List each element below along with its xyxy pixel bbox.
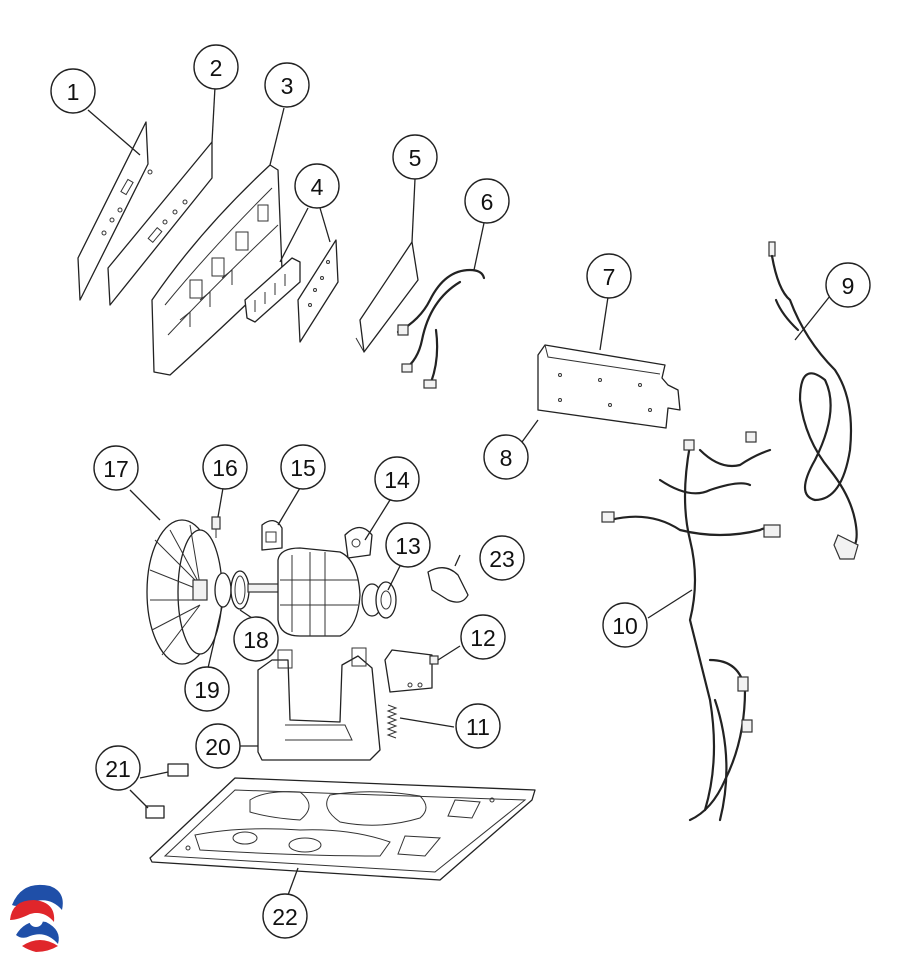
part-5-display-cover	[355, 241, 419, 353]
part-20-motor-mount	[257, 647, 381, 761]
part-3-control-housing	[151, 164, 283, 376]
callout-label-10: 10	[612, 613, 638, 639]
part-17-fan	[146, 519, 223, 665]
motor	[247, 547, 361, 637]
part-21-clips	[145, 763, 189, 819]
callout-9: 9	[825, 262, 871, 308]
callout-4: 4	[294, 163, 340, 209]
callout-label-21: 21	[105, 756, 131, 782]
callout-label-12: 12	[470, 625, 496, 651]
callout-label-11: 11	[466, 714, 490, 740]
callout-label-3: 3	[281, 73, 294, 99]
part-13-pulley	[361, 581, 397, 619]
part-16-screw	[211, 516, 221, 538]
callout-label-15: 15	[290, 455, 316, 481]
callout-5: 5	[392, 134, 438, 180]
callout-label-8: 8	[500, 445, 513, 471]
callout-22: 22	[262, 893, 308, 939]
callout-11: 11	[455, 703, 501, 749]
callout-20: 20	[195, 723, 241, 769]
callout-label-9: 9	[842, 273, 855, 299]
callout-label-16: 16	[212, 455, 238, 481]
part-11-spring	[386, 704, 398, 739]
callout-6: 6	[464, 178, 510, 224]
callout-label-7: 7	[603, 264, 616, 290]
callout-label-13: 13	[395, 533, 421, 559]
callout-21: 21	[95, 745, 141, 791]
part-1-decal	[77, 121, 153, 301]
callout-17: 17	[93, 445, 139, 491]
callout-18: 18	[233, 616, 279, 662]
part-6-harness	[396, 268, 486, 389]
leader-lines	[87, 86, 831, 896]
callout-19: 19	[184, 666, 230, 712]
callout-label-22: 22	[272, 904, 298, 930]
part-7-8-module	[537, 344, 681, 429]
callout-15: 15	[280, 444, 326, 490]
part-9-power-cord	[768, 241, 859, 560]
callout-1: 1	[50, 68, 96, 114]
callout-label-19: 19	[194, 677, 220, 703]
callout-label-18: 18	[243, 627, 269, 653]
part-22-base-plate	[149, 777, 536, 881]
part-2-overlay	[107, 141, 213, 306]
callout-label-2: 2	[210, 55, 223, 81]
callout-10: 10	[602, 602, 648, 648]
callout-16: 16	[202, 444, 248, 490]
callout-13: 13	[385, 522, 431, 568]
part-18-19-rings	[214, 570, 250, 610]
callout-label-14: 14	[384, 467, 410, 493]
callout-label-6: 6	[481, 189, 494, 215]
part-23-belt	[427, 567, 469, 603]
callout-label-23: 23	[489, 546, 515, 572]
callout-8: 8	[483, 434, 529, 480]
callout-label-1: 1	[67, 79, 80, 105]
part-10-main-harness	[601, 431, 781, 822]
part-4-control-board	[244, 239, 339, 343]
part-14-clip	[344, 526, 373, 559]
callout-label-17: 17	[103, 456, 129, 482]
callout-14: 14	[374, 456, 420, 502]
callout-23: 23	[479, 535, 525, 581]
callout-label-20: 20	[205, 734, 231, 760]
callout-2: 2	[193, 44, 239, 90]
callout-label-5: 5	[409, 145, 422, 171]
callout-label-4: 4	[311, 174, 324, 200]
callout-12: 12	[460, 614, 506, 660]
callout-3: 3	[264, 62, 310, 108]
callout-7: 7	[586, 253, 632, 299]
part-12-capacitor	[384, 649, 439, 693]
part-15-clip	[261, 520, 283, 551]
swirl-logo-icon	[7, 884, 67, 952]
